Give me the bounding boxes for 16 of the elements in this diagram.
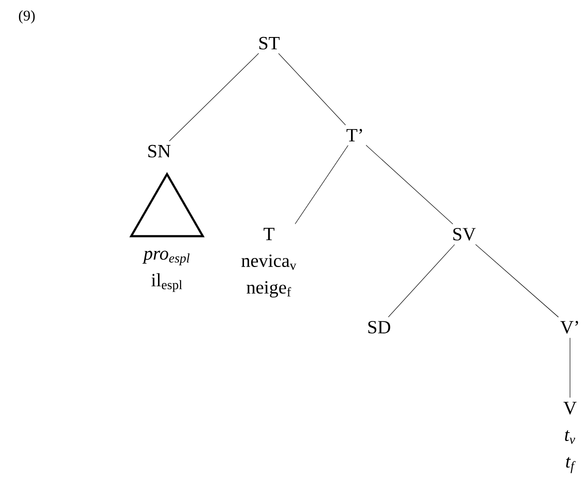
phrase-label: T’ (346, 128, 362, 142)
branch-line (366, 144, 454, 224)
branch-line (388, 244, 455, 318)
branch-line (475, 244, 559, 318)
terminal-label: pro$_{espl}$ il$_{espl}$ (142, 250, 190, 292)
head-label: V t$_{v}$ t$_{f}$ (563, 402, 577, 474)
head-label: T nevica$_{v}$ neige$_{f}$ (241, 228, 296, 298)
phrase-label: SD (368, 320, 390, 334)
phrase-label: V’ (560, 320, 578, 334)
branch-line (169, 53, 259, 142)
example-number: (9) (18, 10, 35, 24)
phrase-label: SV (453, 228, 476, 241)
branch-line (294, 145, 348, 224)
phrase-label: ST (259, 36, 280, 50)
phrase-label: SN (148, 144, 170, 158)
branch-line (278, 53, 346, 126)
